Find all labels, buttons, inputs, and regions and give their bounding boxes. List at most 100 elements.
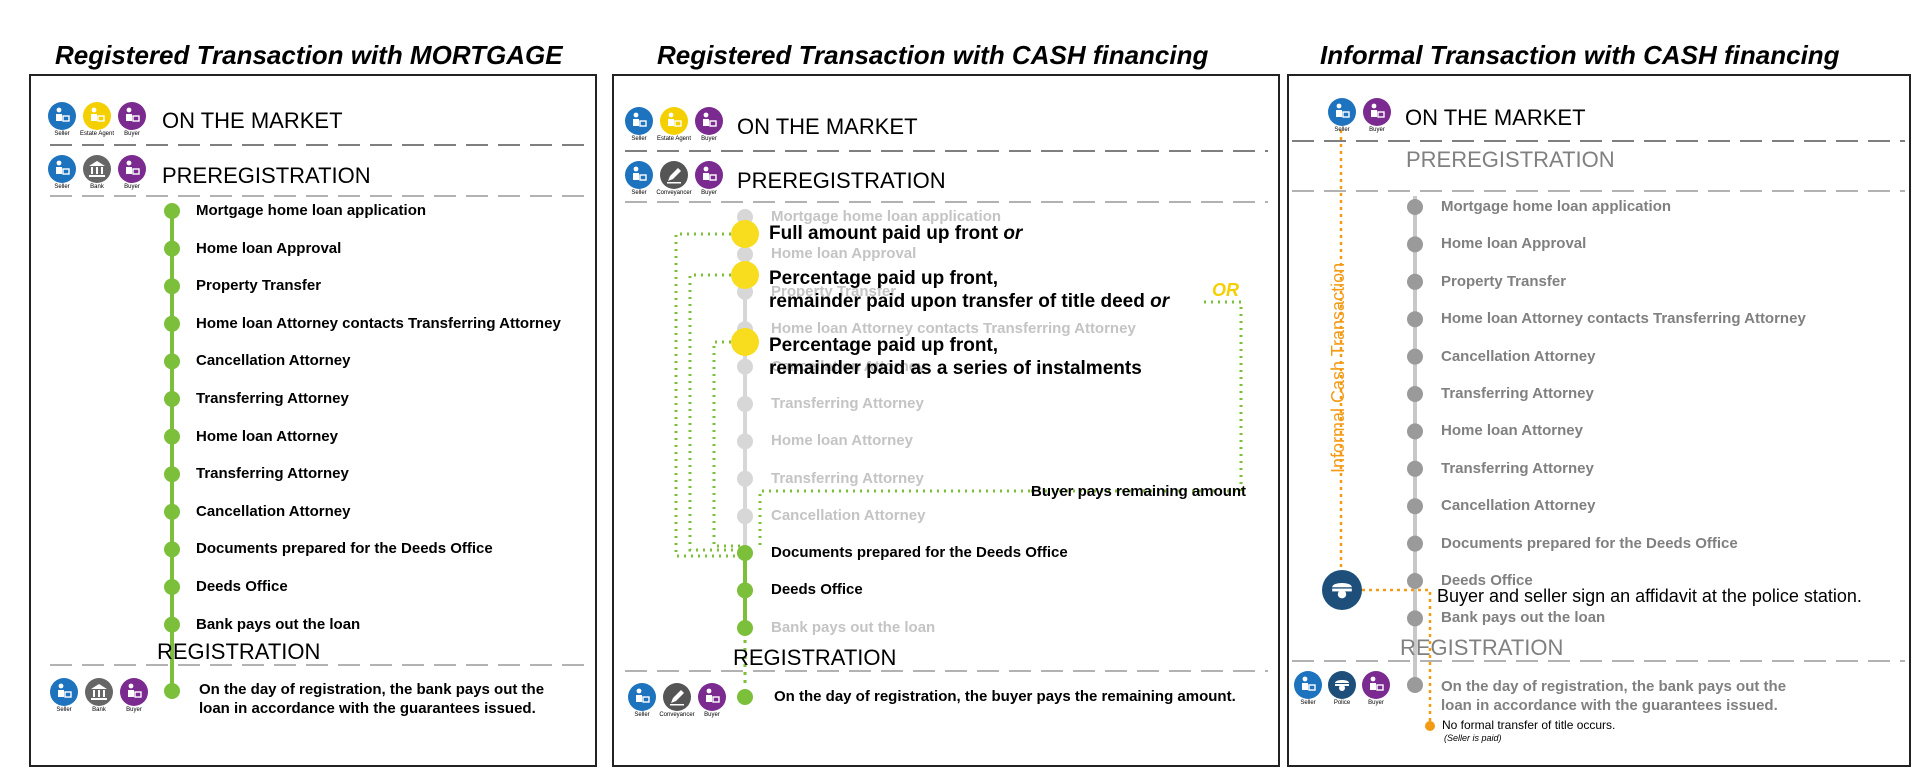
timeline-dot (164, 278, 180, 295)
no-transfer-note: No formal transfer of title occurs. (1442, 718, 1616, 732)
payment-option-full: Full amount paid up front or (769, 223, 1023, 244)
actor-label: Buyer (701, 136, 717, 142)
section-preregistration: PREREGISTRATION (737, 168, 946, 193)
step-label: Cancellation Attorney (196, 352, 351, 370)
step-label: Home loan Approval (771, 245, 917, 263)
person-icon (83, 102, 111, 130)
pen-icon (663, 683, 691, 711)
step-label: Cancellation Attorney (1441, 347, 1596, 365)
section-preregistration: PREREGISTRATION (162, 163, 371, 188)
person-icon (625, 161, 653, 189)
payment-option-transfer: Percentage paid up front, remainder paid… (769, 268, 1170, 312)
step-label: Home loan Attorney (771, 432, 913, 450)
timeline-dot (1407, 535, 1423, 552)
timeline-dot (164, 503, 180, 520)
bank-icon (85, 678, 113, 706)
timeline-dot (1407, 273, 1423, 290)
step-label: Cancellation Attorney (1441, 497, 1596, 515)
step-label: Home loan Attorney contacts Transferring… (771, 320, 1136, 338)
step-label: Home loan Approval (196, 239, 342, 257)
panel-title-informal: Informal Transaction with CASH financing (1320, 40, 1840, 70)
actor-label: Seller (631, 136, 647, 142)
final-dot (1407, 677, 1423, 693)
final-note-line-2: loan in accordance with the guarantees i… (1441, 697, 1778, 714)
actor-label: Buyer (1368, 700, 1384, 706)
timeline-dot (1407, 386, 1423, 402)
step-label: Deeds Office (196, 578, 288, 595)
timeline-dot (164, 541, 180, 558)
actor-label: Buyer (1369, 127, 1385, 133)
section-preregistration: PREREGISTRATION (1406, 147, 1615, 172)
step-label: Mortgage home loan application (1441, 198, 1672, 215)
timeline-dot (164, 391, 180, 407)
police-icon (1322, 570, 1362, 610)
timeline-dot (737, 396, 753, 412)
or-label: OR (1212, 280, 1239, 300)
timeline-dot (737, 246, 753, 263)
panel-title-mortgage: Registered Transaction with MORTGAGE (55, 40, 563, 70)
pen-icon (660, 161, 688, 189)
step-label: Transferring Attorney (771, 469, 924, 487)
actor-label: Buyer (704, 712, 720, 718)
step-label: Transferring Attorney (1441, 459, 1594, 477)
timeline-dot (737, 582, 753, 599)
section-on-the-market: ON THE MARKET (162, 108, 343, 133)
panel-cash (612, 74, 1280, 767)
actor-label: Buyer (124, 184, 140, 190)
person-icon (1363, 98, 1391, 126)
step-label: Property Transfer (1441, 272, 1567, 290)
person-icon (118, 155, 146, 183)
actor-label: Police (1333, 700, 1351, 706)
person-icon (48, 102, 76, 130)
step-label: Deeds Office (1441, 572, 1533, 589)
actor-label: Seller (1300, 700, 1316, 706)
timeline-dot (1407, 573, 1423, 589)
person-icon (698, 683, 726, 711)
step-label: Cancellation Attorney (196, 502, 351, 520)
final-note-line-1: On the day of registration, the bank pay… (1441, 678, 1787, 695)
timeline-dot (1407, 311, 1423, 328)
step-label: Cancellation Attorney (771, 357, 926, 375)
person-icon (48, 155, 76, 183)
step-label: Home loan Attorney (1441, 422, 1583, 440)
section-registration: REGISTRATION (157, 639, 321, 664)
timeline-dot (164, 240, 180, 257)
timeline-dot (1407, 199, 1423, 215)
step-label: Bank pays out the loan (196, 615, 361, 633)
step-label: Mortgage home loan application (771, 208, 1002, 225)
actor-label: Buyer (124, 131, 140, 137)
informal-cash-transaction-label: Informal Cash Transaction (1328, 262, 1348, 473)
section-registration: REGISTRATION (733, 645, 897, 670)
person-icon (50, 678, 78, 706)
panel-mortgage (29, 74, 597, 767)
actor-label: Seller (1334, 127, 1350, 133)
buyer-pays-remaining-label: Buyer pays remaining amount (1031, 483, 1247, 500)
timeline-dot (164, 203, 180, 219)
step-label: Transferring Attorney (1441, 385, 1594, 402)
timeline-dot (1407, 236, 1423, 253)
actor-label: Conveyancer (656, 190, 692, 196)
step-label: Home loan Attorney (196, 427, 338, 445)
section-on-the-market: ON THE MARKET (737, 114, 918, 139)
bank-icon (83, 155, 111, 183)
step-label: Cancellation Attorney (771, 507, 926, 525)
panel-title-cash: Registered Transaction with CASH financi… (657, 40, 1209, 70)
final-note-line-1: On the day of registration, the bank pay… (199, 681, 545, 698)
timeline-dot (164, 579, 180, 595)
person-icon (118, 102, 146, 130)
timeline-dot (737, 358, 753, 375)
step-label: Transferring Attorney (196, 465, 349, 483)
final-note-cash: On the day of registration, the buyer pa… (774, 688, 1236, 705)
timeline-dot (737, 433, 753, 450)
actor-label: Bank (90, 184, 104, 190)
step-label: Documents prepared for the Deeds Office (196, 540, 493, 558)
timeline-dot (164, 315, 180, 332)
final-note-line-2: loan in accordance with the guarantees i… (199, 700, 536, 717)
actor-label: Seller (631, 190, 647, 196)
person-icon (120, 678, 148, 706)
step-label: Bank pays out the loan (1441, 609, 1606, 627)
actor-label: Seller (56, 707, 72, 713)
actor-label: Conveyancer (659, 712, 695, 718)
timeline-dot (164, 353, 180, 370)
